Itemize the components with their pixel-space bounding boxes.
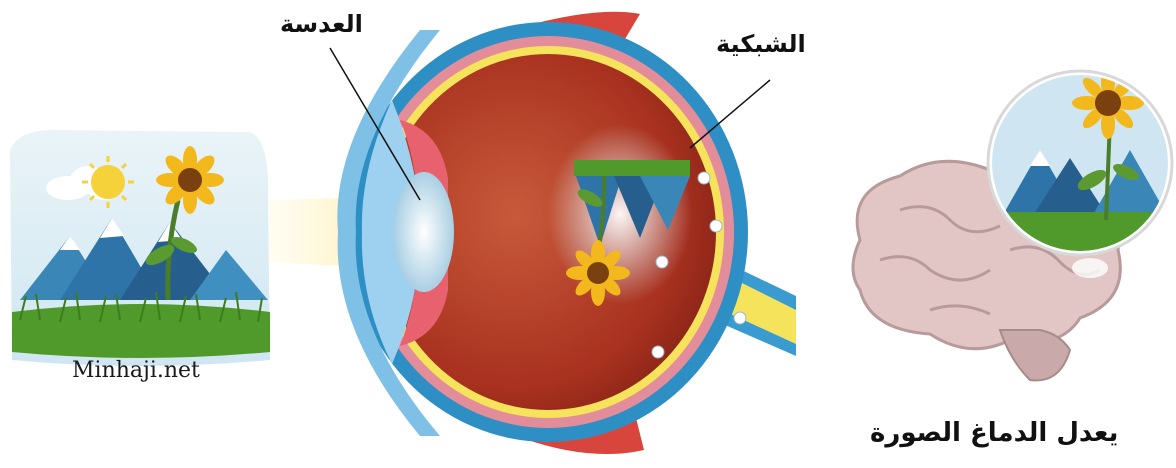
watermark: Minhaji.net [72, 358, 200, 383]
retina-label: الشبكية [716, 30, 806, 58]
landscape-scene [10, 130, 270, 366]
brain-caption: يعدل الدماغ الصورة [870, 418, 1118, 448]
eyeball [337, 12, 796, 454]
lens-label: العدسة [280, 10, 363, 38]
